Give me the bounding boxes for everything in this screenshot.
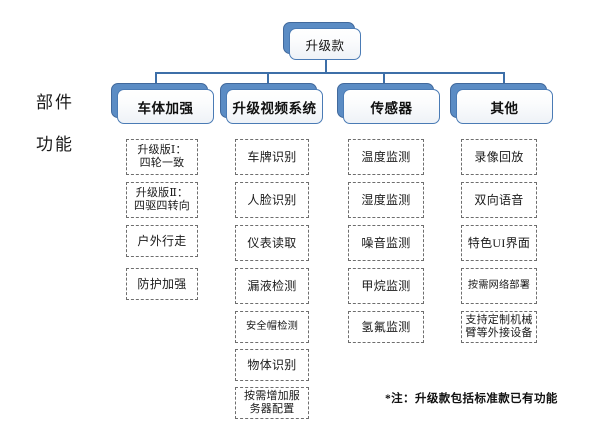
leaf-label: 物体识别 [247,357,297,372]
node-column-header-0[interactable]: 车体加强 [111,83,214,124]
leaf-label: 湿度监测 [361,192,411,207]
leaf-item[interactable]: 升级版Ⅰ：四轮一致 [126,139,198,175]
leaf-label: 漏液检测 [247,278,297,293]
connector-drop-2 [267,72,269,86]
leaf-item[interactable]: 双向语音 [461,182,537,218]
leaf-label: 仪表读取 [247,235,297,250]
node-face: 升级视频系统 [226,89,323,124]
leaf-label: 温度监测 [361,149,411,164]
leaf-item[interactable]: 户外行走 [126,225,198,257]
leaf-label: 甲烷监测 [361,278,411,293]
leaf-item[interactable]: 仪表读取 [235,225,309,261]
leaf-item[interactable]: 防护加强 [126,268,198,300]
node-label: 其他 [490,100,519,116]
footnote-text: *注：升级款包括标准款已有功能 [385,393,558,405]
leaf-item[interactable]: 湿度监测 [348,182,424,218]
leaf-label: 人脸识别 [247,192,297,207]
leaf-item[interactable]: 氢氟监测 [348,311,424,343]
connector-bus [155,72,504,74]
node-face: 其他 [456,89,553,124]
leaf-label: 户外行走 [137,233,187,248]
node-column-header-2[interactable]: 传感器 [337,83,440,124]
node-label: 传感器 [370,100,413,116]
leaf-label: 车牌识别 [247,149,297,164]
node-root-face: 升级款 [289,28,361,60]
leaf-item[interactable]: 温度监测 [348,139,424,175]
leaf-item[interactable]: 人脸识别 [235,182,309,218]
leaf-item[interactable]: 车牌识别 [235,139,309,175]
row-label-functions: 功能 [36,135,74,154]
leaf-item[interactable]: 支持定制机械臂等外接设备 [461,311,537,343]
leaf-label: 氢氟监测 [361,319,411,334]
row-label-parts: 部件 [36,93,74,112]
node-label: 车体加强 [137,100,194,116]
leaf-label: 按需增加服务器配置 [244,389,300,415]
leaf-item[interactable]: 按需网络部署 [461,268,537,304]
leaf-item[interactable]: 按需增加服务器配置 [235,387,309,419]
leaf-item[interactable]: 甲烷监测 [348,268,424,304]
leaf-item[interactable]: 漏液检测 [235,268,309,304]
leaf-item[interactable]: 噪音监测 [348,225,424,261]
leaf-label: 特色UI界面 [467,235,531,250]
node-column-header-3[interactable]: 其他 [450,83,553,124]
leaf-item[interactable]: 升级版Ⅱ：四驱四转向 [126,182,198,218]
leaf-label: 支持定制机械臂等外接设备 [465,313,533,339]
connector-drop-4 [503,72,505,86]
leaf-label: 录像回放 [474,149,524,164]
leaf-label: 安全帽检测 [246,320,298,332]
node-face: 传感器 [343,89,440,124]
node-root[interactable]: 升级款 [283,22,361,60]
leaf-item[interactable]: 物体识别 [235,349,309,381]
leaf-label: 噪音监测 [361,235,411,250]
node-label: 升级视频系统 [232,100,317,116]
connector-root-stem [325,60,327,73]
leaf-item[interactable]: 录像回放 [461,139,537,175]
node-root-label: 升级款 [305,38,345,53]
leaf-label: 双向语音 [474,192,524,207]
node-column-header-1[interactable]: 升级视频系统 [220,83,323,124]
leaf-item[interactable]: 特色UI界面 [461,225,537,261]
node-face: 车体加强 [117,89,214,124]
leaf-label: 升级版Ⅰ：四轮一致 [137,143,187,169]
leaf-label: 防护加强 [137,276,187,291]
leaf-item[interactable]: 安全帽检测 [235,311,309,343]
connector-drop-1 [155,72,157,86]
connector-drop-3 [383,72,385,86]
leaf-label: 按需网络部署 [467,279,531,291]
leaf-label: 升级版Ⅱ：四驱四转向 [134,186,190,212]
